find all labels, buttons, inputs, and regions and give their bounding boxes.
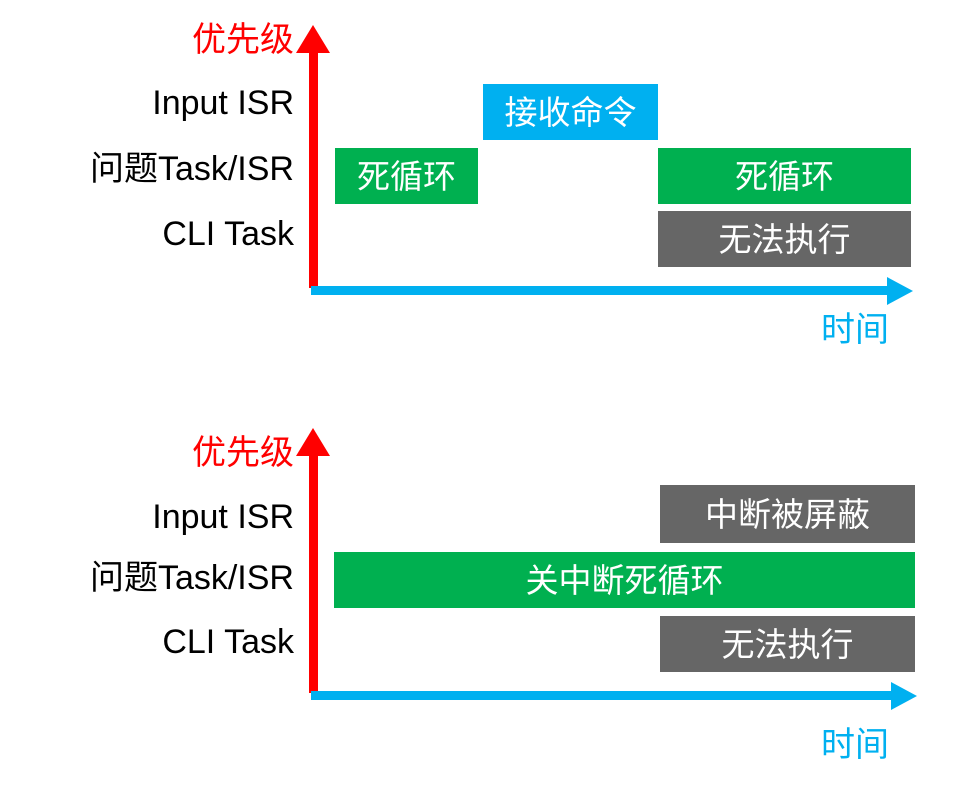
priority-axis-label-top: 优先级 bbox=[192, 21, 294, 59]
row-label-cli-task-top: CLI Task bbox=[162, 215, 294, 253]
time-axis-line-bottom bbox=[311, 691, 893, 700]
bar-cli-task-cannot-run-bottom[interactable]: 无法执行 bbox=[660, 616, 915, 672]
bar-problem-task-irqoff-deadloop[interactable]: 关中断死循环 bbox=[334, 552, 915, 608]
bar-cli-task-cannot-run-top[interactable]: 无法执行 bbox=[658, 211, 911, 267]
row-label-problem-task-isr-bottom: 问题Task/ISR bbox=[89, 559, 294, 597]
panel-top-priority-inversion: 优先级 时间 Input ISR 问题Task/ISR CLI Task 死循环… bbox=[0, 0, 954, 400]
priority-axis-line-top bbox=[309, 52, 318, 288]
time-axis-label-bottom: 时间 bbox=[821, 726, 889, 764]
time-axis-label-top: 时间 bbox=[821, 311, 889, 349]
row-label-problem-task-isr-top: 问题Task/ISR bbox=[89, 150, 294, 188]
bar-problem-task-deadloop-2[interactable]: 死循环 bbox=[658, 148, 911, 204]
priority-axis-arrowhead-bottom bbox=[296, 428, 330, 456]
priority-axis-arrowhead-top bbox=[296, 25, 330, 53]
priority-axis-label-bottom: 优先级 bbox=[192, 434, 294, 472]
time-axis-arrowhead-top bbox=[887, 277, 913, 305]
row-label-cli-task-bottom: CLI Task bbox=[162, 623, 294, 661]
time-axis-line-top bbox=[311, 286, 889, 295]
row-label-input-isr-bottom: Input ISR bbox=[152, 498, 294, 536]
row-label-input-isr-top: Input ISR bbox=[152, 84, 294, 122]
bar-problem-task-deadloop-1[interactable]: 死循环 bbox=[335, 148, 478, 204]
bar-input-isr-receive-cmd[interactable]: 接收命令 bbox=[483, 84, 658, 140]
bar-input-isr-interrupt-masked[interactable]: 中断被屏蔽 bbox=[660, 485, 915, 543]
time-axis-arrowhead-bottom bbox=[891, 682, 917, 710]
priority-axis-line-bottom bbox=[309, 455, 318, 693]
